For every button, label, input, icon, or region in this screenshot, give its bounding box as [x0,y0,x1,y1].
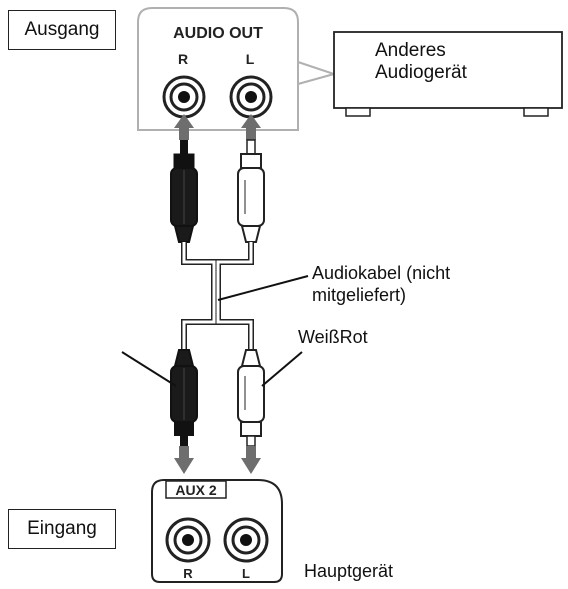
up-arrow-r [174,114,194,140]
other-audio-device [333,31,563,117]
top-plug-red [170,140,198,243]
aux2-l-label: L [242,566,250,581]
audio-cable [181,242,254,350]
aux2-label: AUX 2 [175,482,216,498]
output-label: Ausgang [24,19,100,40]
white-plug-leader-line [261,351,303,387]
down-arrow-l [241,446,261,474]
aux2-panel: AUX 2 R L [151,479,283,583]
output-label-box: Ausgang [8,10,116,50]
jack-in-l [223,517,269,563]
audio-out-panel: AUDIO OUT R L [137,7,338,131]
input-label-box: Eingang [8,509,116,549]
down-arrow-r [174,446,194,474]
top-plug-white [237,139,265,243]
main-unit-label: Hauptgerät [304,561,394,581]
plug-colors-label: WeißRot [298,327,368,347]
bottom-plug-red [170,349,198,446]
up-arrow-l [241,114,261,140]
jack-out-l [229,75,273,119]
jack-in-r [165,517,211,563]
audio-out-label: AUDIO OUT [173,25,263,42]
audio-out-r-label: R [178,51,188,67]
red-plug-leader-line [121,351,177,387]
input-label: Eingang [27,518,97,539]
audio-out-l-label: L [246,51,255,67]
jack-out-r [162,75,206,119]
cable-label: Audiokabel (nicht mitgeliefert) [312,263,451,305]
other-device-label: Anderes Audiogerät [375,40,467,83]
bottom-plug-white [237,349,265,447]
cable-leader-line [217,275,309,301]
aux2-r-label: R [183,566,193,581]
